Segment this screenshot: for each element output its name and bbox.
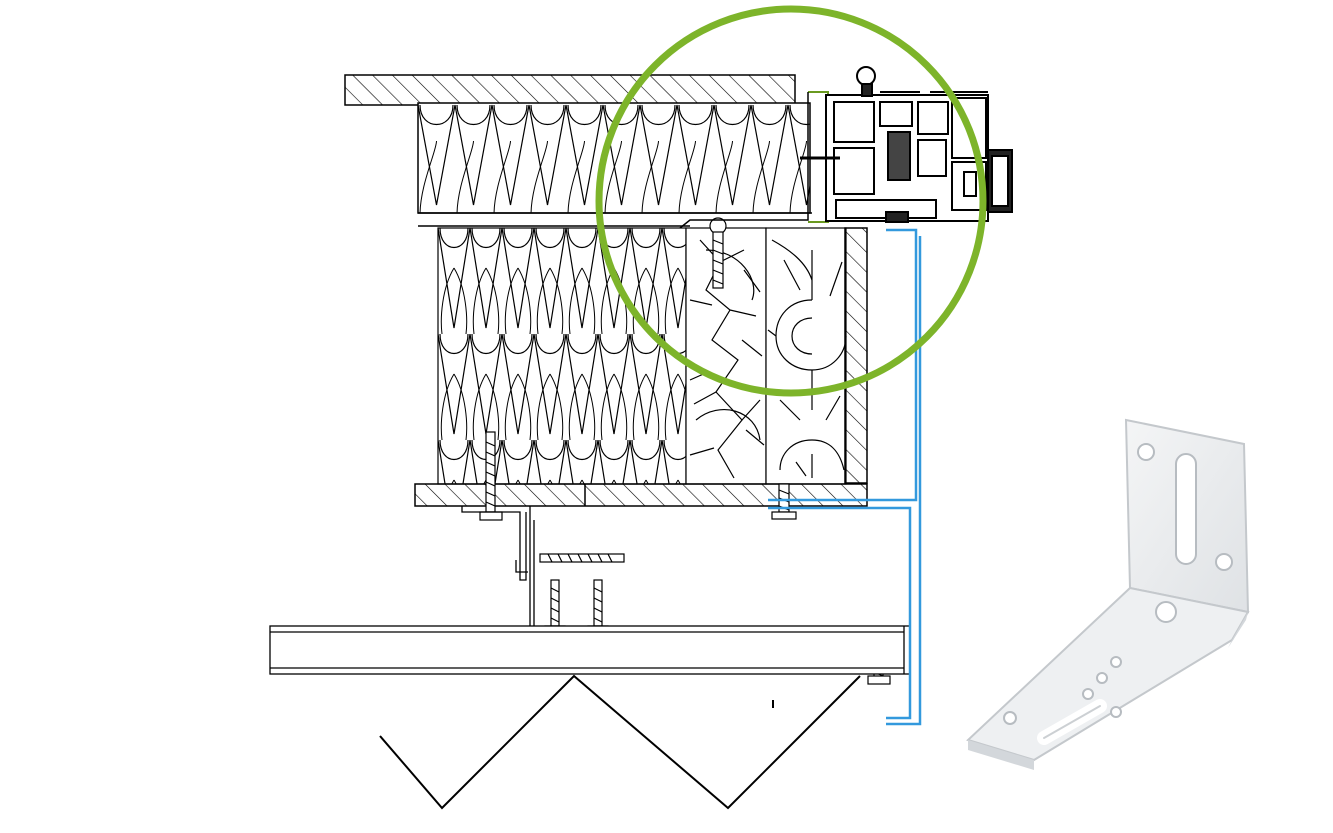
screw-icon	[539, 553, 625, 563]
metal-flashing	[768, 228, 922, 726]
wall-insulation	[437, 227, 687, 485]
support-angle-bracket	[461, 506, 535, 626]
highlight-circle	[595, 5, 987, 397]
vertical-sheathing-board	[844, 227, 868, 484]
bottom-hatched-plate	[414, 483, 868, 507]
bottom-beam	[269, 625, 911, 675]
timber-stud-left	[685, 227, 767, 485]
angle-bracket-icon	[966, 418, 1250, 770]
screw-icon	[709, 217, 727, 289]
top-cladding-board	[344, 74, 796, 106]
timber-stud-right	[765, 227, 847, 485]
zigzag-profile	[379, 674, 861, 810]
